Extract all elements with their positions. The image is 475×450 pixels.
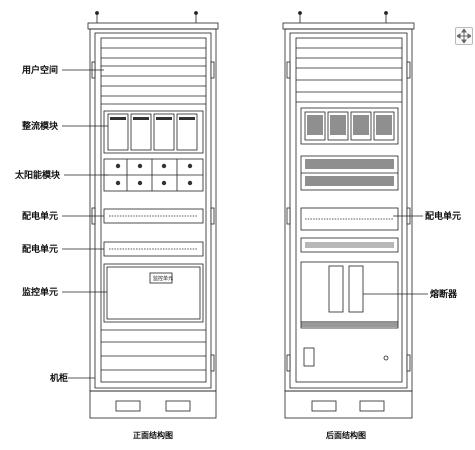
caption-back: 后面结构图 — [326, 430, 366, 440]
label-monitor: 监控单元 — [22, 286, 58, 298]
front-module-details — [110, 117, 195, 186]
label-dist-1: 配电单元 — [22, 210, 58, 222]
back-cabinet — [282, 11, 415, 419]
move-arrows-icon[interactable] — [455, 27, 473, 45]
caption-front: 正面结构图 — [133, 430, 173, 440]
label-back-dist: 配电单元 — [425, 210, 461, 222]
front-cabinet — [87, 11, 219, 419]
label-rectifier: 整流模块 — [21, 120, 59, 132]
back-module-details — [301, 115, 398, 327]
front-callouts: 用户空间 整流模块 太阳能模块 配电单元 配电单元 监控单元 机柜 监控单元 — [14, 64, 173, 384]
label-solar: 太阳能模块 — [14, 169, 61, 181]
monitor-screen-text: 监控单元 — [153, 275, 173, 282]
label-cabinet: 机柜 — [50, 372, 68, 384]
back-callouts: 配电单元 熔断器 — [363, 210, 461, 300]
label-dist-2: 配电单元 — [22, 243, 58, 255]
label-fuse: 熔断器 — [430, 288, 458, 300]
label-user-space: 用户空间 — [21, 64, 58, 76]
